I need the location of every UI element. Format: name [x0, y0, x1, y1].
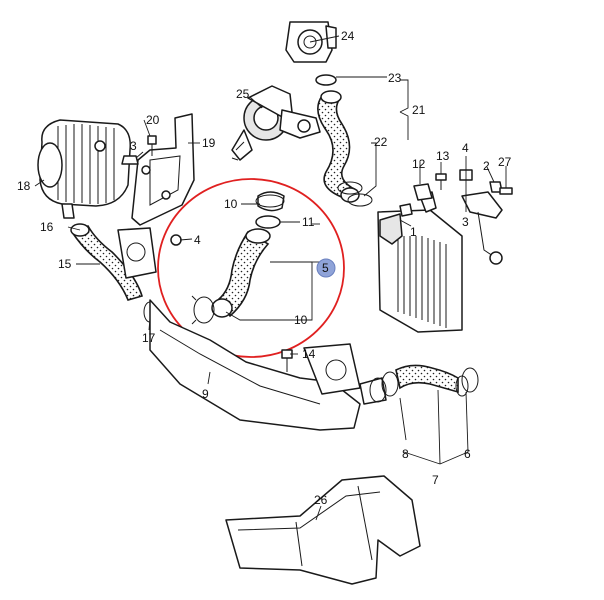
callout-24: 24: [341, 29, 355, 43]
nut-4-left: [170, 234, 182, 246]
callout-26: 26: [314, 493, 328, 507]
callout-9: 9: [202, 387, 209, 401]
callout-1: 1: [410, 225, 417, 239]
sensor-12: [413, 183, 433, 201]
callout-6: 6: [464, 447, 471, 461]
callout-3-left: 3: [130, 139, 137, 153]
nut-3-left: [121, 155, 139, 165]
callout-21: 21: [412, 103, 426, 117]
callout-5-badge: [316, 258, 336, 278]
callout-19: 19: [202, 136, 216, 150]
callout-13: 13: [436, 149, 450, 163]
callout-20: 20: [146, 113, 160, 127]
callout-10-top: 10: [224, 197, 238, 211]
screw-13: [435, 173, 447, 190]
flange-plate-left: [117, 227, 157, 279]
callout-5: 5: [322, 261, 329, 275]
mounting-bracket: [131, 113, 195, 226]
callout-11: 11: [302, 215, 315, 229]
hose-upper-21: [317, 90, 360, 203]
callout-16: 16: [40, 220, 54, 234]
callout-22: 22: [374, 135, 388, 149]
turbo-egr-valve: [231, 85, 321, 161]
callout-4-left: 4: [194, 233, 201, 247]
callout-2: 2: [483, 159, 490, 173]
bolt-20: [147, 135, 157, 156]
right-bracket: [459, 169, 513, 265]
air-duct-26: [225, 475, 421, 585]
callout-23: 23: [388, 71, 402, 85]
callout-14: 14: [302, 347, 316, 361]
hose-15: [70, 223, 143, 301]
leader-lines: [34, 35, 507, 521]
callout-8: 8: [402, 447, 409, 461]
callout-12: 12: [412, 157, 426, 171]
highlight-region: [157, 178, 345, 358]
callout-17: 17: [142, 331, 156, 345]
o-ring-23: [315, 74, 337, 86]
hose-lower-7: [369, 364, 479, 403]
highlight-ring: [157, 178, 345, 358]
callout-25: 25: [236, 87, 250, 101]
clamp-22: [337, 181, 373, 207]
callout-3-right: 3: [462, 215, 469, 229]
callout-4-right: 4: [462, 141, 469, 155]
callout-15: 15: [58, 257, 72, 271]
charge-pipe-9: [149, 299, 387, 431]
bolt-14: [281, 349, 293, 372]
callout-27: 27: [498, 155, 512, 169]
air-filter-housing: [37, 119, 131, 219]
callouts: 24 23 21 22 25 20 19 3 18 16 15 17 4 10 …: [17, 29, 512, 507]
callout-18: 18: [17, 179, 31, 193]
intercooler: [377, 191, 463, 333]
callout-7: 7: [432, 473, 439, 487]
callout-10-bottom: 10: [294, 313, 308, 327]
